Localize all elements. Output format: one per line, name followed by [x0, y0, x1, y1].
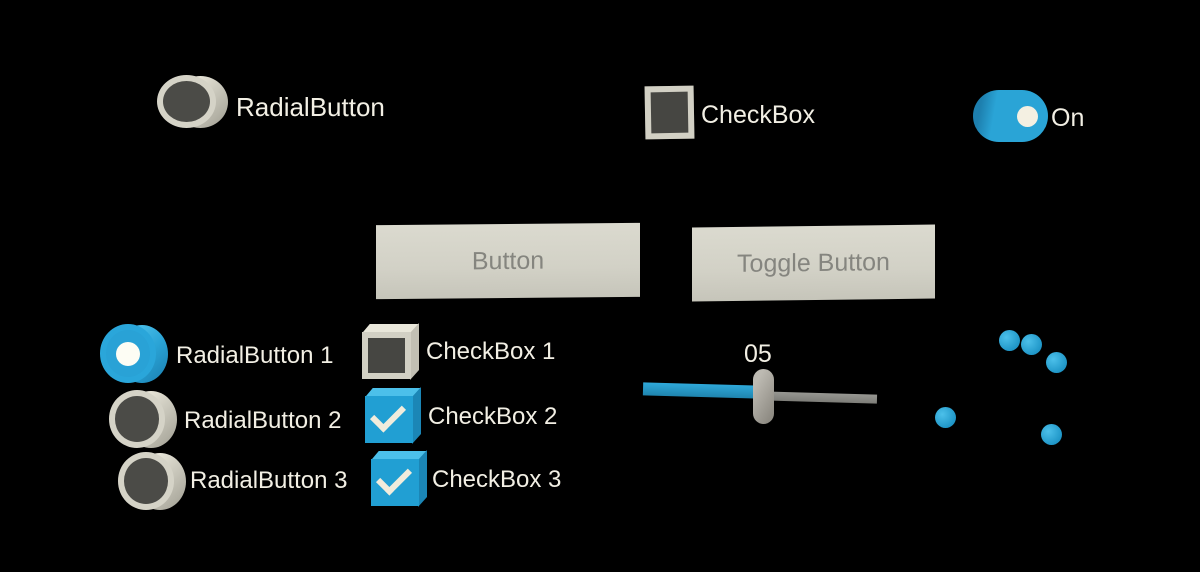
sphere-dot: [1021, 334, 1042, 355]
slider-value: 05: [744, 340, 772, 368]
radial-face: [100, 324, 157, 383]
toggle-button-label: Toggle Button: [737, 247, 890, 278]
checkbox-label: CheckBox: [701, 101, 815, 129]
sphere-dot: [935, 407, 956, 428]
radial-button-1-label: RadialButton 1: [176, 342, 334, 369]
radial-face: [109, 390, 166, 448]
check-icon: [375, 459, 413, 496]
slider-track-empty[interactable]: [761, 391, 878, 404]
button[interactable]: Button: [376, 222, 640, 300]
sphere-dot: [999, 330, 1020, 351]
radial-button-1-icon[interactable]: [100, 324, 168, 383]
radial-button-icon[interactable]: [157, 75, 228, 128]
slider-track-filled[interactable]: [642, 382, 760, 399]
radial-button-3-label: RadialButton 3: [190, 467, 348, 494]
radial-face: [118, 452, 175, 510]
toggle-state-label: On: [1051, 104, 1085, 132]
check-icon: [369, 396, 407, 433]
radial-button-label: RadialButton: [236, 92, 385, 122]
radial-button-2-icon[interactable]: [109, 390, 177, 448]
cube-side-face: [410, 323, 419, 380]
checkbox-1-icon[interactable]: [362, 323, 419, 380]
button-label: Button: [471, 246, 545, 275]
cube-front-face: [362, 332, 411, 379]
toggle-knob: [1017, 106, 1038, 127]
slider-thumb[interactable]: [753, 369, 774, 424]
sphere-dot: [1046, 352, 1067, 373]
cube-front-face: [365, 396, 413, 443]
checkbox-3-label: CheckBox 3: [432, 466, 562, 493]
toggle-switch[interactable]: [973, 90, 1048, 142]
cube-side-face: [412, 387, 421, 444]
slider[interactable]: 05: [640, 340, 890, 430]
radial-button-2-label: RadialButton 2: [184, 407, 342, 434]
radial-button-3-icon[interactable]: [118, 452, 186, 510]
checkbox-icon[interactable]: [644, 85, 695, 140]
checkbox-2-label: CheckBox 2: [428, 403, 558, 430]
cube-side-face: [418, 450, 427, 507]
toggle-button[interactable]: Toggle Button: [692, 224, 935, 302]
checkbox-3-icon[interactable]: [371, 450, 427, 507]
radial-face: [157, 75, 216, 128]
checkbox-2-icon[interactable]: [365, 387, 421, 444]
radial-pip: [116, 341, 140, 366]
checkbox-1-label: CheckBox 1: [426, 338, 556, 365]
sphere-dot: [1041, 424, 1062, 445]
cube-front-face: [371, 459, 419, 506]
